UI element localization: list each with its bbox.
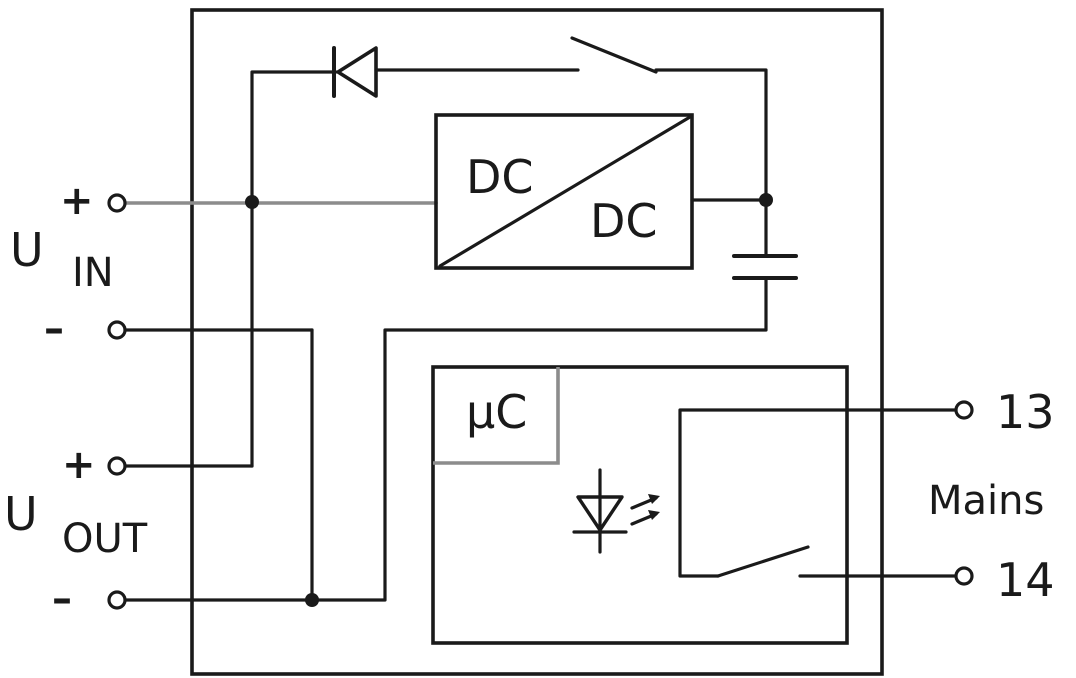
microcontroller-label: µC — [466, 385, 527, 439]
uin-minus-terminal — [107, 320, 127, 340]
dc-input-label: DC — [466, 150, 534, 204]
terminal-13-label: 13 — [996, 385, 1055, 439]
mains-label: Mains — [928, 478, 1044, 524]
uin-plus-sign: + — [60, 178, 94, 224]
uout-subscript-label: OUT — [62, 516, 148, 562]
uout-u-label: U — [4, 487, 38, 541]
enclosure-box — [190, 8, 884, 676]
capacitor-icon — [732, 254, 798, 280]
dc-dc-converter: DC DC — [434, 113, 694, 270]
uout-minus-terminal — [107, 590, 127, 610]
uout-plus-terminal — [107, 456, 127, 476]
uin-subscript-label: IN — [72, 250, 114, 296]
uout-plus-sign: + — [62, 442, 96, 488]
uin-minus-sign: – — [44, 306, 64, 352]
relay-contact-switch — [716, 545, 810, 578]
relay-module: µC — [431, 365, 962, 645]
terminal-14 — [954, 566, 974, 586]
led-icon — [572, 468, 660, 554]
uin-u-label: U — [10, 223, 44, 277]
bypass-switch — [570, 36, 658, 74]
uout-minus-sign: – — [52, 576, 72, 622]
terminal-14-label: 14 — [996, 553, 1055, 607]
diode-icon — [336, 46, 378, 98]
dc-output-label: DC — [590, 194, 658, 248]
diode-branch — [250, 36, 768, 202]
terminal-13 — [954, 400, 974, 420]
uin-plus-terminal — [107, 193, 127, 213]
